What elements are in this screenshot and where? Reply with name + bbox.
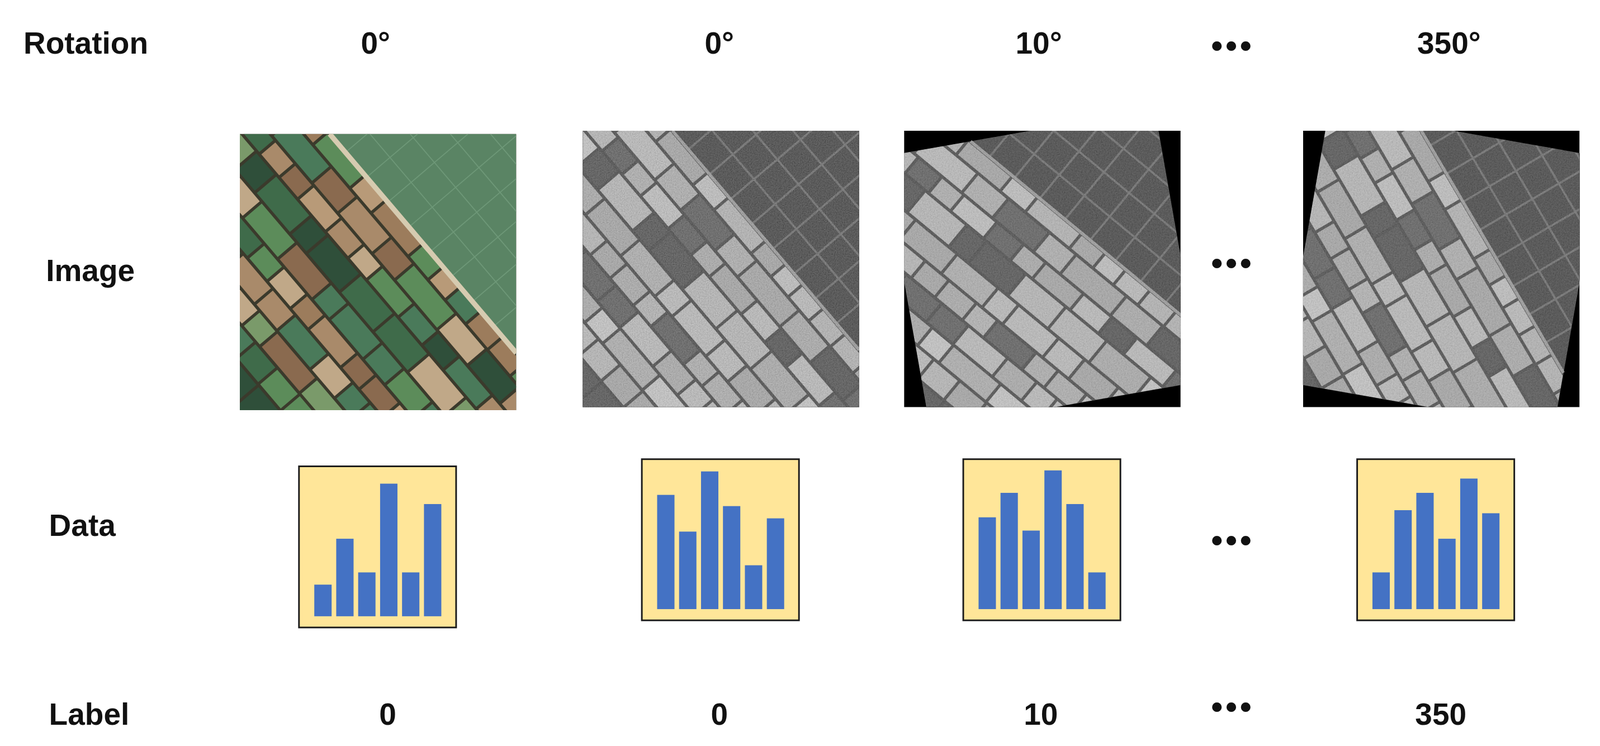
rotation-value: 0 (711, 697, 729, 732)
speckle-noise (1303, 130, 1580, 408)
rotation-value: 0 (379, 697, 397, 732)
land-area (582, 130, 860, 408)
field-patch (239, 200, 263, 257)
histogram-bar (401, 572, 420, 617)
histogram-bar (1416, 493, 1434, 610)
field-patch (415, 404, 455, 411)
field-patch (502, 389, 517, 411)
dots: ••• (1210, 688, 1254, 726)
histogram-bar (1044, 470, 1062, 610)
rotation-value: 0° (704, 25, 735, 60)
field-patch (239, 387, 296, 411)
histogram-bar (423, 504, 442, 617)
field-patch (477, 397, 517, 411)
field-patch (239, 407, 266, 411)
sar-image (582, 130, 860, 408)
histogram-box (963, 459, 1121, 621)
speckle-noise (903, 130, 1181, 408)
histogram-bar (767, 518, 785, 610)
optical-image (239, 133, 517, 411)
sea-area (582, 130, 860, 408)
sar-image-rotated (1303, 130, 1580, 408)
histogram-bar (1394, 510, 1412, 610)
histogram-bar (1066, 504, 1084, 610)
row-label: Rotation (23, 25, 149, 60)
field-patch (336, 384, 368, 411)
histogram-bar (1000, 493, 1019, 610)
histogram-bar (978, 517, 996, 610)
histogram-bar (1482, 513, 1500, 610)
rotation-value: 350 (1414, 697, 1467, 732)
field-patch (1367, 403, 1398, 407)
histogram-bar (380, 484, 398, 617)
land-area (1303, 130, 1580, 408)
dots: ••• (1210, 27, 1254, 65)
field-patch (903, 130, 929, 151)
histogram-bar (701, 471, 719, 610)
image-ground (903, 130, 1181, 408)
dots: ••• (1210, 244, 1254, 282)
rotation-value: 10 (1023, 697, 1058, 732)
histogram-bar (358, 572, 376, 617)
image-ground (582, 130, 860, 408)
rotation-value: 0° (360, 25, 391, 60)
sar-image-rotated (903, 130, 1181, 408)
histogram-bar (744, 565, 762, 610)
histogram-bar (679, 531, 697, 610)
histogram-box (1357, 459, 1515, 621)
histogram-bar (722, 506, 741, 610)
rotation-value: 350° (1417, 25, 1481, 60)
land-area (239, 133, 517, 411)
histogram-bar (1438, 538, 1456, 610)
histogram-bar (335, 538, 354, 617)
histogram-box (641, 459, 799, 621)
shoreline (329, 133, 517, 353)
field-patch (353, 404, 406, 411)
histogram-bar (1022, 531, 1040, 610)
field-patch (385, 405, 418, 411)
dots: ••• (1210, 522, 1254, 560)
histogram-bar (656, 495, 675, 610)
field-patch (1303, 130, 1315, 153)
histogram-box (299, 466, 457, 628)
row-label: Label (49, 697, 130, 732)
image-ground (1303, 130, 1580, 408)
field-patch (361, 377, 398, 411)
row-label: Data (49, 508, 116, 543)
land-area (903, 130, 1181, 408)
speckle-noise (582, 130, 860, 408)
histogram-bar (1372, 572, 1390, 610)
row-label: Image (45, 253, 135, 288)
field-patch (446, 399, 506, 411)
histogram-bar (314, 584, 332, 617)
histogram-bar (1088, 572, 1106, 610)
field-patch (903, 316, 910, 359)
histogram-bar (1460, 478, 1478, 610)
sea-area (1303, 130, 1580, 408)
field-patch (282, 396, 337, 411)
rotation-value: 10° (1015, 25, 1063, 60)
histograms (299, 459, 1515, 628)
sea-area (239, 133, 517, 411)
sea-area (903, 130, 1181, 408)
